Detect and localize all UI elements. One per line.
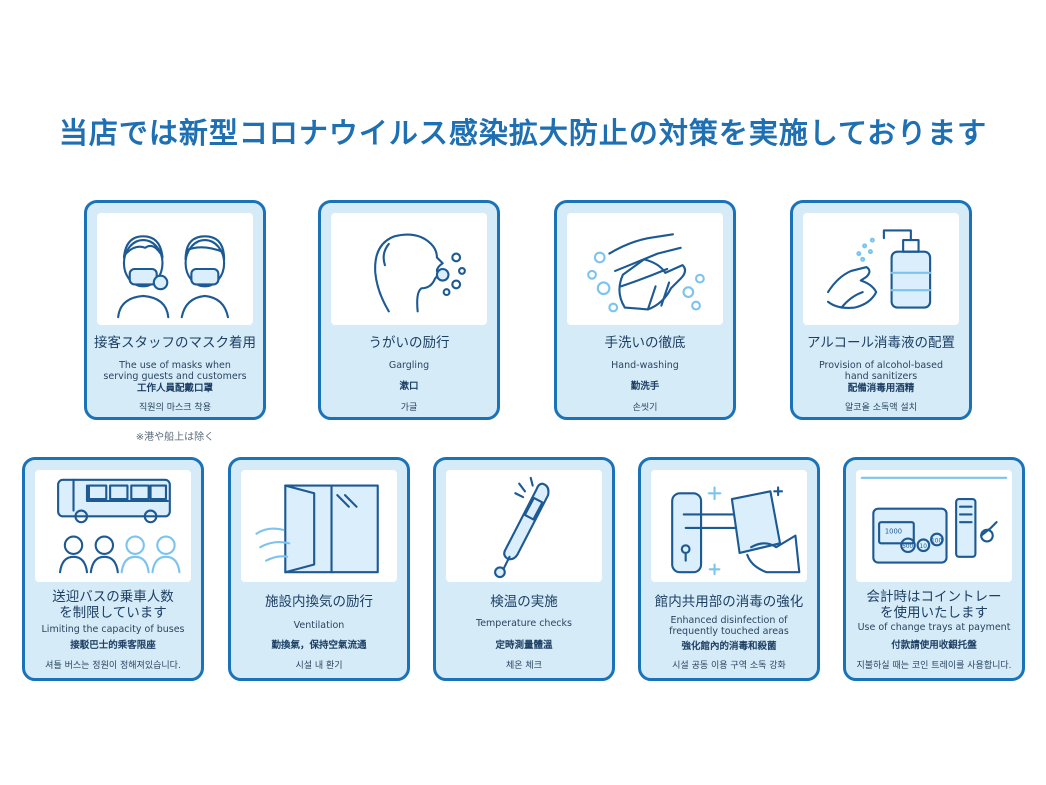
exception-note: ※港や船上は除く — [135, 432, 215, 443]
card-en-label: Use of change trays at payment — [857, 622, 1011, 633]
card-en-label: Enhanced disinfection of frequently touc… — [669, 615, 789, 637]
card-ko-label: 체온 체크 — [506, 661, 542, 671]
card-sanitizer: アルコール消毒液の配置 Provision of alcohol-based h… — [790, 200, 972, 420]
bus-capacity-icon — [35, 470, 191, 582]
card-zh-label: 接駁巴士的乘客限座 — [70, 640, 156, 651]
card-zh-label: 配備消毒用酒精 — [847, 383, 915, 394]
card-ko-label: 손씻기 — [632, 403, 658, 413]
coin-label-1000: 1000 — [885, 528, 902, 536]
coin-tray-icon: 1000 500 10 100 — [856, 470, 1012, 582]
thermometer-icon — [446, 470, 602, 582]
gargling-icon — [331, 213, 487, 325]
card-jp-label: 手洗いの徹底 — [604, 335, 686, 351]
card-ko-label: 시설 내 환기 — [295, 661, 343, 671]
card-staff-masks: 接客スタッフのマスク着用 The use of masks when servi… — [84, 200, 266, 420]
card-ventilation: 施設内換気の励行 Ventilation 勤換氣，保持空氣流通 시설 내 환기 — [228, 457, 410, 681]
card-jp-label: 送迎バスの乗車人数を制限しています — [52, 589, 174, 621]
coin-label-10: 10 — [920, 544, 928, 550]
ventilation-window-icon — [241, 470, 397, 582]
card-zh-label: 漱口 — [399, 381, 419, 392]
hand-washing-icon — [567, 213, 723, 325]
card-ko-label: 시설 공동 이용 구역 소독 강화 — [672, 661, 786, 671]
card-jp-label: 館内共用部の消毒の強化 — [654, 594, 804, 610]
card-en-label: Provision of alcohol-based hand sanitize… — [818, 360, 944, 382]
card-zh-label: 工作人員配戴口罩 — [136, 383, 213, 394]
card-ko-label: 알코올 소독액 설치 — [845, 403, 917, 413]
card-jp-label: 施設内換気の励行 — [265, 594, 373, 610]
card-en-label: Hand-washing — [611, 360, 679, 371]
card-jp-label: 接客スタッフのマスク着用 — [94, 335, 256, 351]
coin-label-100: 100 — [931, 538, 942, 544]
card-gargling: うがいの励行 Gargling 漱口 가글 — [318, 200, 500, 420]
card-temperature: 検温の実施 Temperature checks 定時測量體溫 체온 체크 — [433, 457, 615, 681]
card-zh-label: 強化館內的消毒和殺菌 — [681, 641, 777, 652]
card-zh-label: 定時測量體溫 — [495, 640, 553, 651]
card-en-label: Gargling — [388, 360, 430, 371]
card-ko-label: 지불하실 때는 코인 트레이를 사용합니다. — [856, 661, 1012, 671]
masked-staff-icon — [97, 213, 253, 325]
card-en-label: Ventilation — [293, 620, 345, 631]
card-jp-label: アルコール消毒液の配置 — [806, 335, 956, 351]
card-disinfection: 館内共用部の消毒の強化 Enhanced disinfection of fre… — [638, 457, 820, 681]
card-en-label: Temperature checks — [476, 618, 572, 629]
card-zh-label: 付款請使用收銀托盤 — [891, 640, 977, 651]
card-zh-label: 勤洗手 — [630, 381, 660, 392]
card-en-label: The use of masks when serving guests and… — [103, 360, 247, 382]
sanitizer-icon — [803, 213, 959, 325]
disinfect-handle-icon — [651, 470, 807, 582]
card-ko-label: 직원의 마스크 착용 — [139, 403, 211, 413]
card-hand-washing: 手洗いの徹底 Hand-washing 勤洗手 손씻기 — [554, 200, 736, 420]
card-jp-label: 検温の実施 — [490, 594, 558, 610]
card-ko-label: 가글 — [400, 403, 418, 413]
card-zh-label: 勤換氣，保持空氣流通 — [271, 640, 367, 651]
card-en-label: Limiting the capacity of buses — [41, 624, 185, 635]
card-jp-label: うがいの励行 — [368, 335, 450, 351]
coin-label-500: 500 — [902, 544, 913, 550]
card-bus-capacity: 送迎バスの乗車人数を制限しています Limiting the capacity … — [22, 457, 204, 681]
page-title: 当店では新型コロナウイルス感染拡大防止の対策を実施しております — [58, 116, 988, 150]
card-ko-label: 셔틀 버스는 정원이 정해져있습니다. — [45, 661, 181, 671]
card-coin-tray: 1000 500 10 100 会計時はコイントレーを使用いたします Use o… — [843, 457, 1025, 681]
card-jp-label: 会計時はコイントレーを使用いたします — [866, 589, 1002, 621]
